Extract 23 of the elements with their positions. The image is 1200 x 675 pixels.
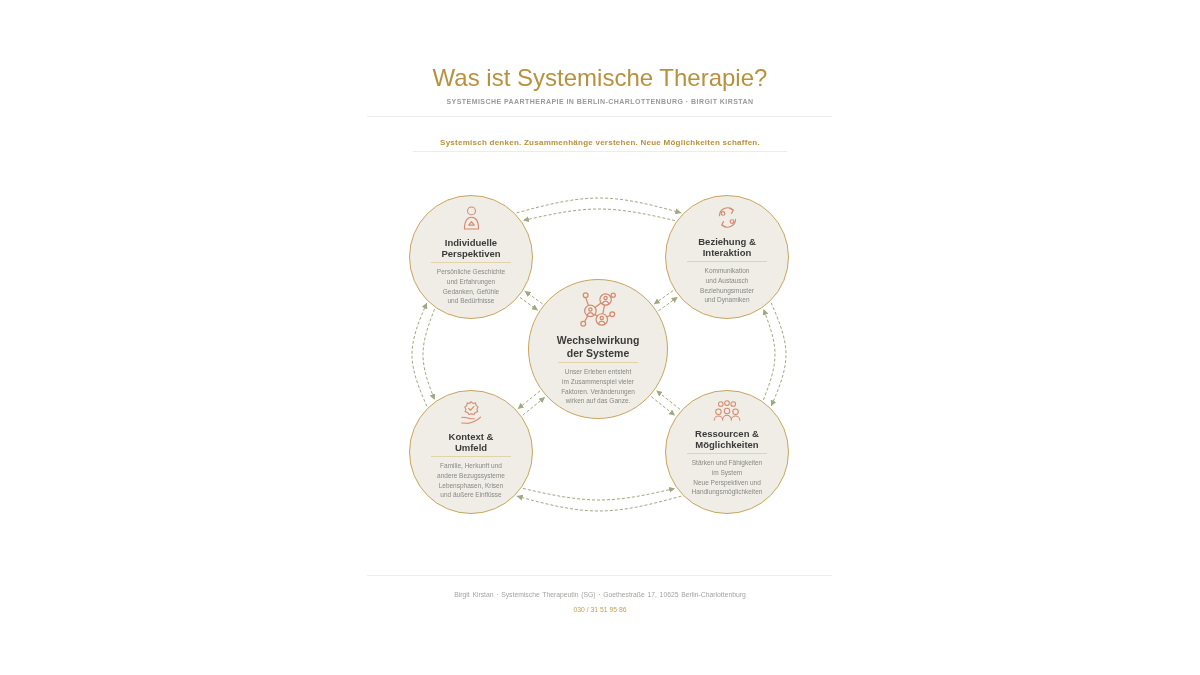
dashed-arrow xyxy=(422,308,436,401)
dashed-arrow xyxy=(522,486,676,501)
dashed-arrow xyxy=(411,302,428,407)
dashed-arrow xyxy=(516,197,682,215)
dashed-arrow xyxy=(770,302,787,407)
tagline: Systemisch denken. Zusammenhänge verstehen. Neue Möglichkeiten schaffen. xyxy=(440,137,760,148)
dashed-arrow xyxy=(516,494,682,512)
node-heading: Wechselwirkung der Systeme xyxy=(555,334,641,359)
dashed-arrow xyxy=(650,396,676,417)
dashed-arrow xyxy=(522,208,676,223)
node-heading: Individuelle Perspektiven xyxy=(440,237,502,259)
dashed-arrow xyxy=(522,396,546,416)
dashed-arrow xyxy=(655,389,681,410)
node-heading: Kontext & Umfeld xyxy=(447,431,495,453)
title: Was ist Systemische Therapie? xyxy=(431,64,769,92)
node-heading: Beziehung & Interaktion xyxy=(697,236,757,258)
node-heading: Ressourcen & Möglichkeiten xyxy=(694,428,760,450)
dashed-arrow xyxy=(762,308,776,401)
dashed-arrow xyxy=(519,296,539,311)
dashed-arrow xyxy=(517,390,541,410)
dashed-arrow xyxy=(653,290,674,305)
dashed-arrow xyxy=(524,290,544,305)
dashed-arrow xyxy=(657,296,679,312)
